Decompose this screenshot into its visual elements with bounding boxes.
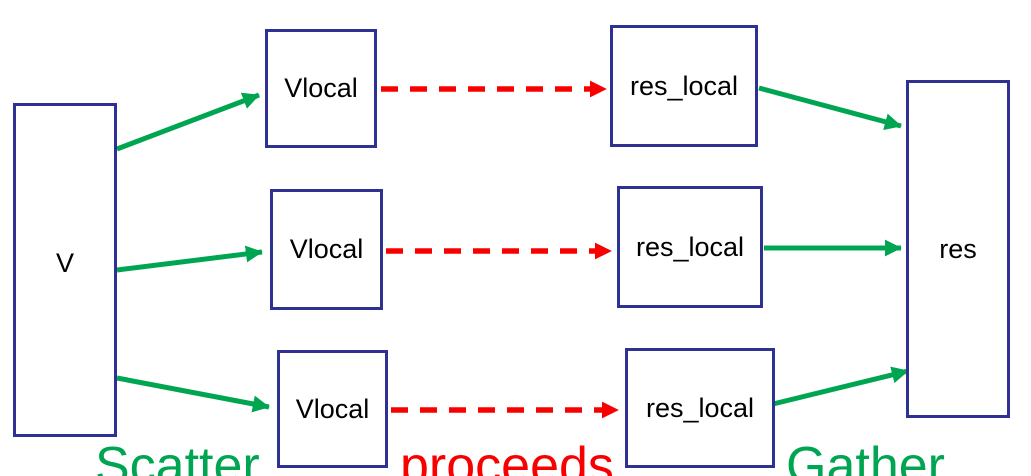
scatter-arrow-1 — [116, 92, 260, 152]
caption-compute: proceeds — [400, 437, 614, 476]
caption-gather: Gather — [786, 437, 945, 476]
v-box-label: V — [55, 248, 74, 278]
res-local-box-3: res_local — [625, 348, 775, 468]
res-local-box-2: res_local — [617, 186, 763, 308]
vlocal-box-3: Vlocal — [277, 350, 388, 468]
caption-scatter: Scatter — [95, 437, 260, 476]
res-local-box-1: res_local — [610, 25, 758, 147]
scatter-arrow-3 — [116, 375, 270, 413]
scatter-arrow-2 — [116, 245, 263, 273]
vlocal-box-2: Vlocal — [270, 189, 383, 310]
res-box: res — [906, 80, 1010, 418]
gather-arrow-1 — [758, 85, 902, 131]
res-local-box-3-label: res_local — [645, 392, 755, 423]
vlocal-box-1-label: Vlocal — [284, 73, 358, 103]
gather-arrow-3 — [772, 366, 909, 407]
vlocal-box-2-label: Vlocal — [289, 234, 364, 264]
res-local-box-2-label: res_local — [635, 231, 745, 262]
res-box-label: res — [939, 233, 977, 264]
v-box: V — [13, 103, 117, 437]
vlocal-box-3-label: Vlocal — [295, 393, 370, 424]
vlocal-box-1: Vlocal — [265, 29, 377, 148]
res-local-box-1-label: res_local — [629, 70, 739, 101]
